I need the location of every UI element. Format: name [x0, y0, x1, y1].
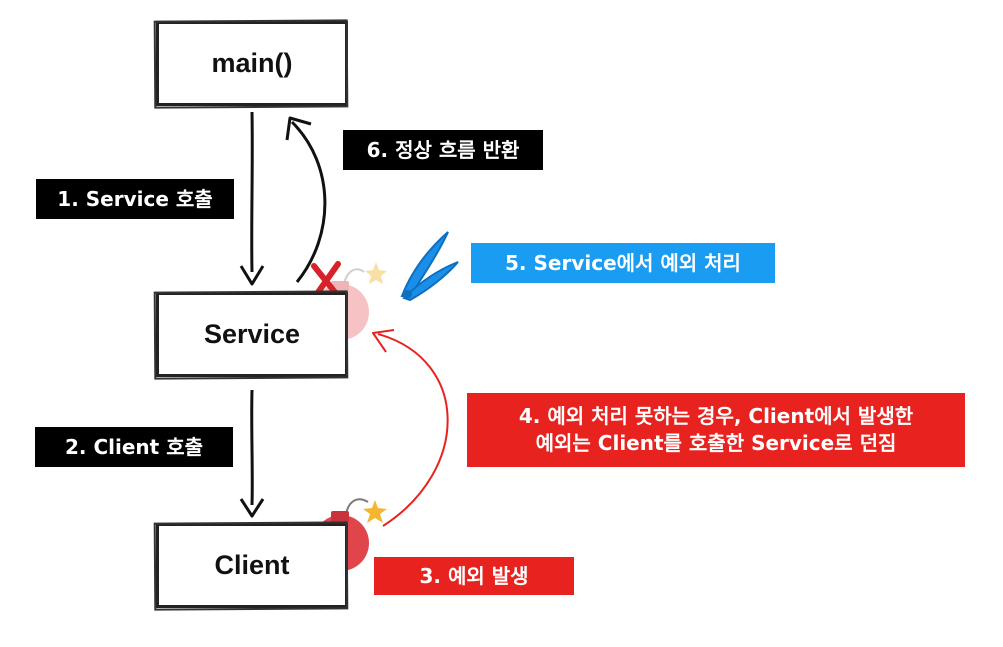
step6-label: 6. 정상 흐름 반환: [343, 130, 543, 170]
step4-label-line2: 예외는 Client를 호출한 Service로 던짐: [535, 431, 897, 455]
client-node-label: Client: [214, 550, 290, 580]
arrow-service-to-client: [239, 389, 265, 518]
client-node: Client: [156, 523, 348, 608]
arrow-main-to-service: [239, 111, 265, 286]
step4-label-line1: 4. 예외 처리 못하는 경우, Client에서 발생한: [518, 404, 914, 428]
step5-label: 5. Service에서 예외 처리: [471, 243, 775, 283]
pliers-icon: [400, 231, 459, 302]
service-node-label: Service: [203, 319, 301, 349]
main-node: main(): [156, 21, 348, 106]
arrow-return-to-main: [285, 116, 327, 283]
step3-label: 3. 예외 발생: [374, 557, 574, 595]
star-spark-icon: [363, 500, 387, 523]
step2-label: 2. Client 호출: [35, 427, 233, 467]
arrow-exception-thrown: [372, 329, 449, 527]
service-node: Service: [156, 292, 348, 377]
star-spark-icon: [365, 262, 387, 284]
step4-label: 4. 예외 처리 못하는 경우, Client에서 발생한 예외는 Client…: [467, 393, 965, 467]
main-node-label: main(): [211, 48, 293, 78]
step1-label: 1. Service 호출: [36, 179, 234, 219]
